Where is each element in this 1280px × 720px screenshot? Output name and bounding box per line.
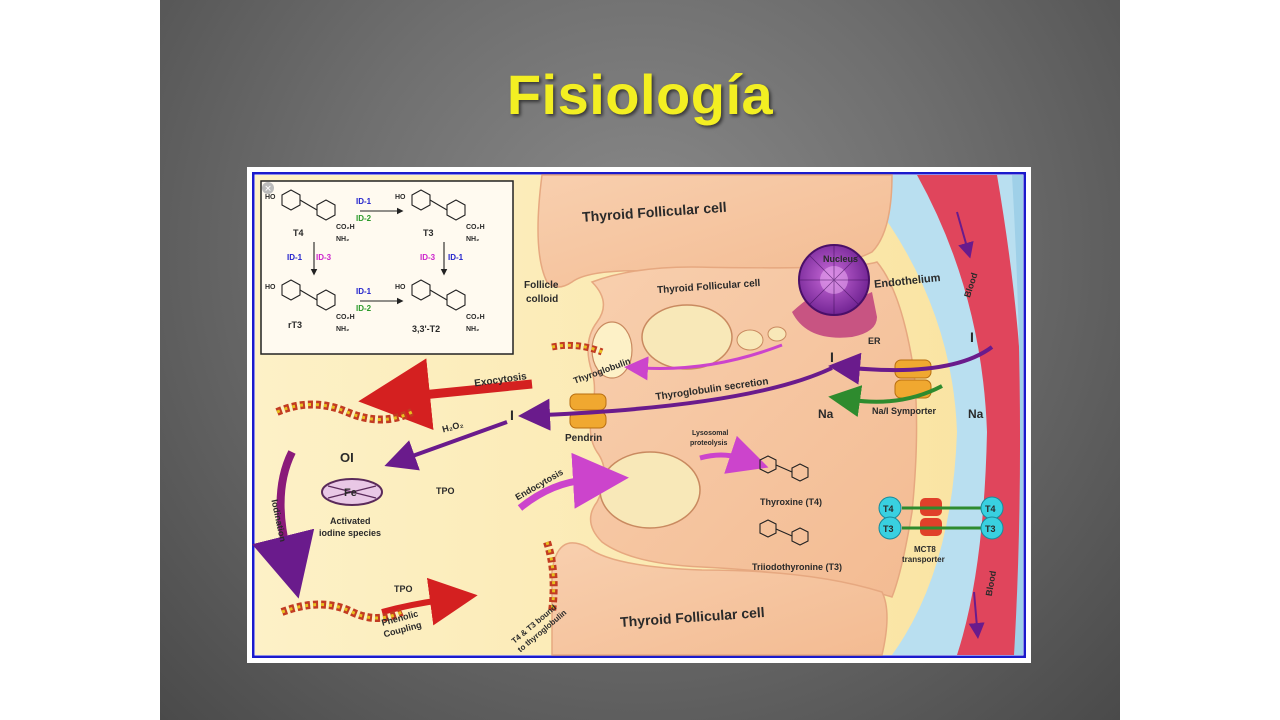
inset-close-icon [262,182,274,194]
thyroglobulin-helix-bound [543,540,558,613]
inset-id1-bottom: ID-1 [356,287,372,296]
nucleus-er [792,244,877,338]
thyroid-physiology-diagram: ✕ HO HO HO [252,172,1026,658]
label-er: ER [868,336,881,346]
badge-t3-cell-text: T3 [883,524,894,534]
inset-id1-left: ID-1 [287,253,303,262]
inset-nh2-2: NH₂ [466,236,479,243]
label-iodide-blood: I [970,329,974,345]
label-activated: Activated [330,516,371,526]
secretion-arrow [624,343,783,381]
inset-id1-top: ID-1 [356,197,372,206]
inset-co2h-3: CO₂H [336,314,355,321]
label-iodide-er: I [830,349,834,365]
label-mct8-transporter: transporter [902,555,945,564]
inset-ho-3: HO [265,284,276,291]
inset-id3-left: ID-3 [316,253,332,262]
endocytosis-vesicle [599,451,701,529]
label-colloid: colloid [526,294,558,305]
mct8-channel [902,498,990,536]
label-pendrin: Pendrin [565,433,602,444]
h2o2-arrow [384,420,508,471]
badge-t3-blood-text: T3 [985,524,996,534]
inset-co2h-1: CO₂H [336,224,355,231]
label-triiodothyronine: Triiodothyronine (T3) [752,562,842,572]
label-fe: Fe [344,487,357,499]
pendrin-channel [569,393,607,429]
inset-t3-label: T3 [423,228,434,238]
label-na-left: Na [818,407,834,421]
label-na-right: Na [968,407,984,421]
iodination-arrow [252,450,315,599]
blood-flow-top-arrow [956,211,974,259]
label-nai-symporter: Na/I Symporter [872,406,937,416]
inset-ho-4: HO [395,284,406,291]
label-iodine-species: iodine species [319,528,381,538]
slide-stage: Fisiología [160,0,1120,720]
inset-t4-label: T4 [293,228,304,238]
label-proteolysis: proteolysis [690,440,727,447]
blood-flow-bottom-arrow [968,591,985,639]
figure-frame: ✕ HO HO HO [247,167,1031,663]
slide-title: Fisiología [506,63,774,126]
inset-id1-right: ID-1 [448,253,464,262]
frame-border [252,172,1026,658]
inset-co2h-2: CO₂H [466,224,485,231]
inset-rt3-label: rT3 [288,320,302,330]
label-tpo-catalyst: TPO [436,486,455,496]
inset-nh2-4: NH₂ [466,326,479,333]
badge-t3-cell [878,516,902,540]
iodide-transport-arrow [518,366,833,431]
endocytosis-arrow [517,452,629,511]
inset-nh2-3: NH₂ [336,326,349,333]
label-tpo-coupling: TPO [394,584,413,594]
inset-id2-top: ID-2 [356,214,372,223]
label-lysosomal: Lysosomal [692,430,728,437]
badge-t3-blood [980,516,1004,540]
inset-t2-label: 3,3'-T2 [412,324,440,334]
triiodothyronine-structure [759,519,809,546]
label-thyroxine: Thyroxine (T4) [760,497,822,507]
label-blood-bottom: Blood [984,570,998,597]
inset-co2h-4: CO₂H [466,314,485,321]
follicular-cell-bottom [551,542,888,656]
label-iodide-left: I [510,407,514,423]
label-ol: OI [340,450,354,465]
inset-id3-right: ID-3 [420,253,436,262]
thyroxine-structure [759,455,809,482]
inset-ho-1: HO [265,194,276,201]
inset-nh2-1: NH₂ [336,236,349,243]
iodide-uptake-arrow [828,345,994,385]
coupling-arrow [381,577,478,626]
label-nucleus: Nucleus [823,254,858,264]
inset-structures [281,189,466,311]
secretion-vesicle [641,304,733,370]
label-mct8: MCT8 [914,545,936,554]
inset-ho-2: HO [395,194,406,201]
inset-id2-bottom: ID-2 [356,304,372,313]
proteolysis-arrow [699,435,769,474]
thyroglobulin-helix-top [551,341,604,356]
sodium-arrow [828,384,943,417]
label-follicle: Follicle [524,280,559,291]
exocytosis-arrow [358,358,533,431]
deiodinase-inset [260,180,514,355]
svg-text:✕: ✕ [264,184,272,194]
badge-t4-cell-text: T4 [883,504,894,514]
badge-t4-blood-text: T4 [985,504,996,514]
thyroglobulin-helix-bottom [280,600,404,622]
